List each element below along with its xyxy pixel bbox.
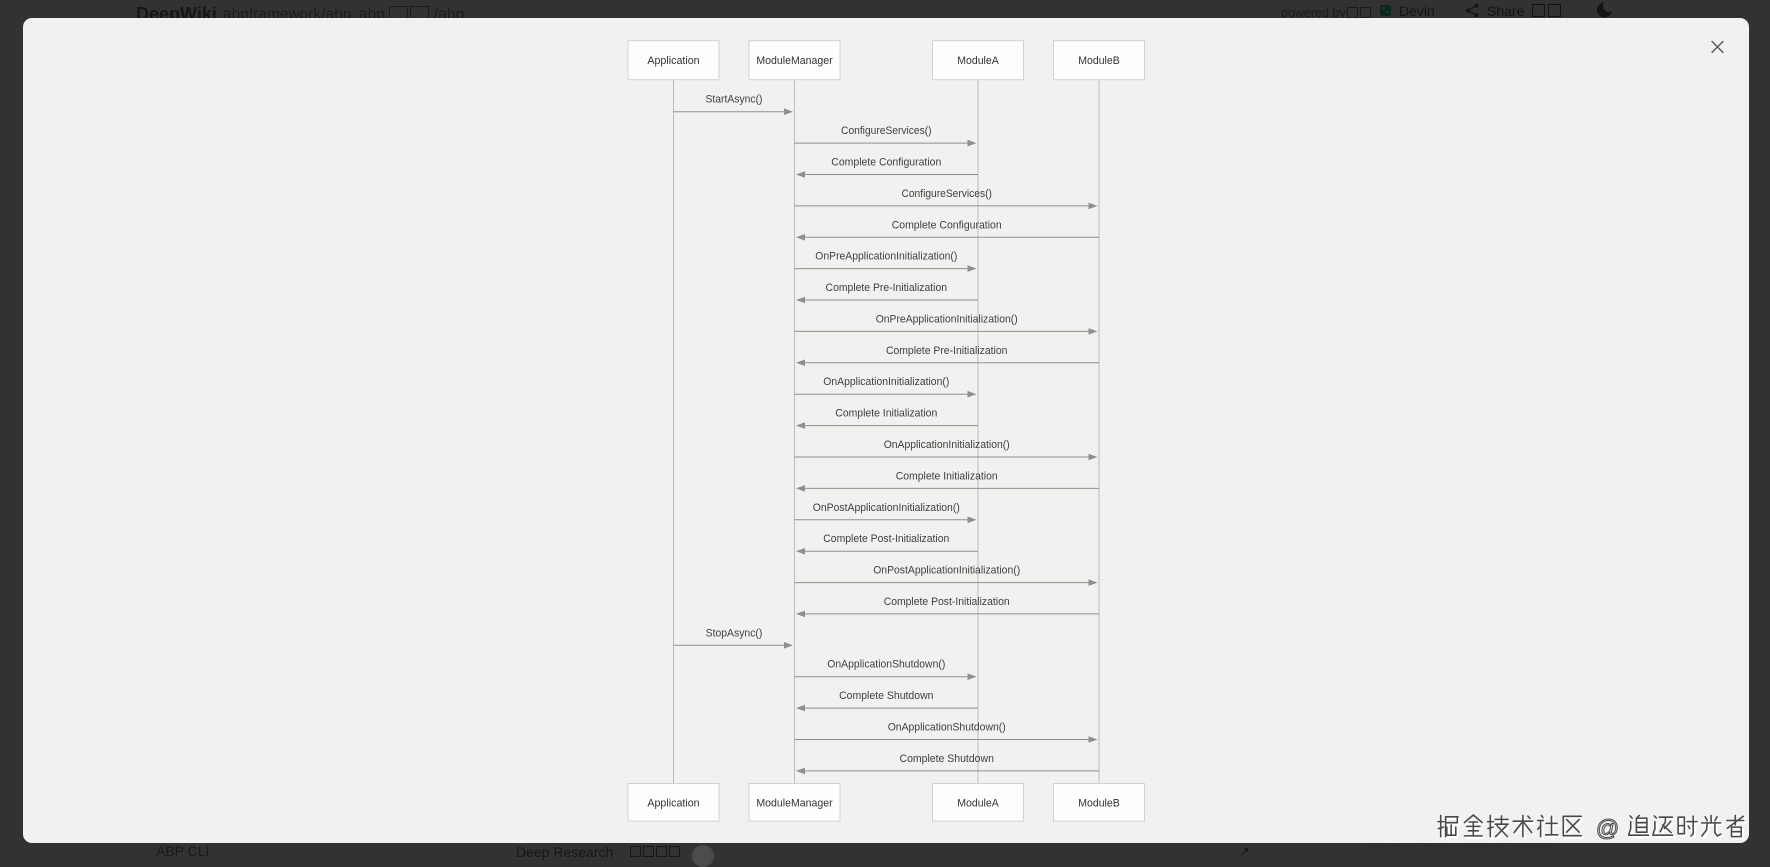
svg-text:Complete Initialization: Complete Initialization bbox=[835, 407, 937, 419]
svg-text:OnPreApplicationInitialization: OnPreApplicationInitialization() bbox=[815, 250, 957, 262]
svg-text:Complete Configuration: Complete Configuration bbox=[891, 219, 1001, 231]
svg-text:OnApplicationShutdown(): OnApplicationShutdown() bbox=[827, 658, 945, 670]
svg-text:OnApplicationInitialization(): OnApplicationInitialization() bbox=[883, 439, 1009, 451]
svg-text:ConfigureServices(): ConfigureServices() bbox=[901, 187, 992, 199]
svg-text:StopAsync(): StopAsync() bbox=[705, 627, 762, 639]
svg-text:Complete Initialization: Complete Initialization bbox=[895, 470, 997, 482]
svg-text:Application: Application bbox=[647, 55, 699, 67]
svg-text:ModuleA: ModuleA bbox=[957, 797, 999, 809]
svg-text:ModuleManager: ModuleManager bbox=[756, 55, 833, 67]
svg-text:ModuleManager: ModuleManager bbox=[756, 797, 833, 809]
svg-text:Complete Pre-Initialization: Complete Pre-Initialization bbox=[885, 344, 1007, 356]
svg-text:ModuleB: ModuleB bbox=[1078, 55, 1120, 67]
svg-text:@: @ bbox=[1595, 815, 1618, 841]
svg-text:Application: Application bbox=[647, 797, 699, 809]
svg-text:Complete Shutdown: Complete Shutdown bbox=[839, 690, 933, 702]
svg-text:Complete Post-Initialization: Complete Post-Initialization bbox=[883, 595, 1009, 607]
svg-text:OnPreApplicationInitialization: OnPreApplicationInitialization() bbox=[875, 313, 1017, 325]
svg-text:Complete Post-Initialization: Complete Post-Initialization bbox=[823, 533, 949, 545]
svg-text:OnApplicationShutdown(): OnApplicationShutdown() bbox=[887, 721, 1005, 733]
svg-text:OnApplicationInitialization(): OnApplicationInitialization() bbox=[823, 376, 949, 388]
svg-text:OnPostApplicationInitializatio: OnPostApplicationInitialization() bbox=[812, 501, 959, 513]
svg-text:OnPostApplicationInitializatio: OnPostApplicationInitialization() bbox=[873, 564, 1020, 576]
svg-text:Complete Shutdown: Complete Shutdown bbox=[899, 752, 993, 764]
svg-text:ModuleA: ModuleA bbox=[957, 55, 999, 67]
svg-text:Complete Configuration: Complete Configuration bbox=[831, 156, 941, 168]
svg-text:ConfigureServices(): ConfigureServices() bbox=[841, 125, 932, 137]
svg-text:StartAsync(): StartAsync() bbox=[705, 93, 762, 105]
svg-text:Complete Pre-Initialization: Complete Pre-Initialization bbox=[825, 282, 947, 294]
svg-text:ModuleB: ModuleB bbox=[1078, 797, 1120, 809]
